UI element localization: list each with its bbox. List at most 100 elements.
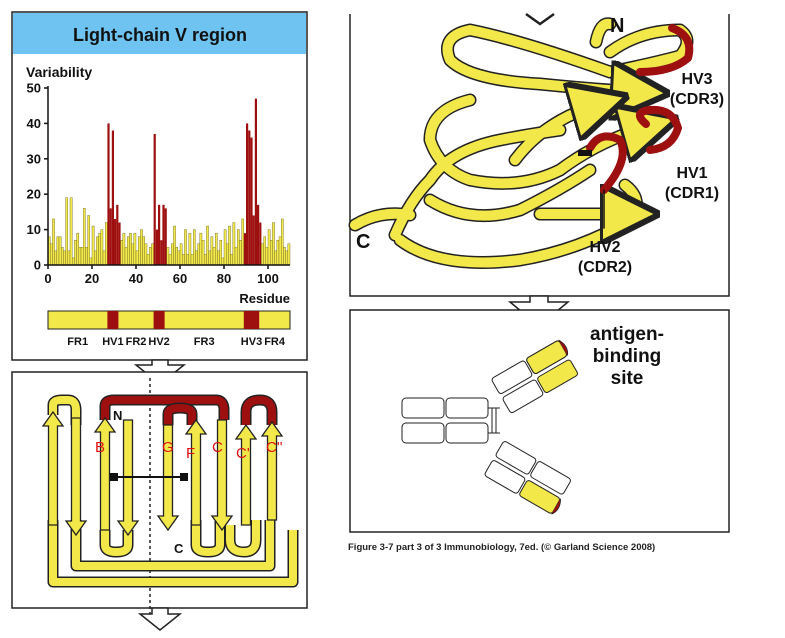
variability-bar [140, 229, 143, 266]
variability-bar [170, 243, 174, 266]
antigen-label-line2: binding [593, 346, 662, 367]
variability-bar [114, 218, 117, 265]
variability-bar [192, 229, 196, 266]
variability-bar [175, 247, 179, 266]
variability-bar [212, 247, 216, 266]
variability-bar [261, 243, 264, 266]
hv-loops [99, 394, 278, 425]
hinge [488, 407, 500, 434]
variability-bar [223, 229, 227, 266]
strand-label-g: G [162, 439, 174, 456]
variability-bar [248, 130, 251, 265]
beta-strand-arrow [210, 419, 234, 532]
ribbon-panel: N C HV3 (CDR3) HV1 (CDR1) HV2 (CDR2) [348, 12, 730, 297]
variability-bar [254, 98, 257, 266]
x-tick-label: 60 [173, 271, 187, 286]
beta-strand-arrow [64, 417, 88, 537]
variability-bar [65, 197, 68, 266]
beta-strand-arrow [184, 418, 208, 526]
variability-bar [137, 236, 141, 266]
variability-bar [162, 204, 165, 265]
variability-bar [267, 229, 271, 266]
variability-bar [250, 137, 253, 265]
variability-bar [102, 250, 106, 266]
y-axis-label: Variability [26, 64, 92, 80]
variability-bar [100, 229, 104, 266]
region-label: FR1 [67, 336, 88, 348]
region-hv-segment [243, 311, 260, 329]
region-label: HV2 [148, 336, 169, 348]
x-tick-label: 40 [129, 271, 143, 286]
variability-panel: Light-chain V region Variability Residue… [11, 11, 308, 361]
variability-bar [195, 250, 198, 266]
variability-bar [58, 236, 62, 266]
variability-bar [287, 243, 291, 266]
variability-bar [124, 247, 128, 266]
variability-bar [160, 240, 163, 265]
region-label: FR3 [194, 336, 215, 348]
variability-bar [96, 236, 99, 266]
variability-bar [129, 232, 132, 266]
topology-panel: N C B G F C C' C'' [11, 371, 308, 615]
variability-bar [265, 247, 269, 266]
top-chevron [525, 12, 555, 26]
disulfide-bond [110, 473, 188, 481]
beta-strand-arrow [93, 416, 117, 531]
variability-bar [208, 250, 212, 266]
variability-bar [104, 222, 108, 266]
variability-bar [276, 240, 280, 266]
variability-bar [168, 254, 172, 266]
variability-bar [164, 208, 167, 265]
variability-bar [188, 232, 192, 266]
antigen-label-line1: antigen- [590, 324, 664, 345]
connecting-loops [47, 394, 299, 588]
fab-lower [484, 441, 571, 515]
variability-bar [142, 236, 146, 266]
beta-strand-arrow [41, 410, 65, 526]
variability-bar [283, 247, 286, 266]
variability-bar [270, 240, 273, 266]
variability-bar [151, 243, 154, 266]
variability-bar [50, 243, 53, 266]
variability-bar [131, 243, 135, 266]
strand-label-b: B [95, 439, 105, 456]
beta-strand-arrow [234, 423, 258, 526]
variability-bar [274, 250, 278, 266]
x-tick-label: 80 [217, 271, 231, 286]
c-terminal-label: C [174, 541, 184, 556]
beta-strand-arrow [260, 420, 284, 521]
variability-bar [52, 218, 55, 266]
variability-bar [199, 232, 203, 266]
variability-bar [225, 243, 229, 266]
variability-bar [78, 247, 82, 266]
variability-bar [82, 208, 86, 266]
variability-bar [158, 204, 161, 265]
variability-bar [203, 254, 207, 266]
y-tick-label: 50 [27, 81, 41, 96]
cdr2-label: (CDR2) [578, 259, 632, 276]
variability-bar [190, 254, 194, 266]
variability-bar [285, 250, 289, 266]
variability-bar [179, 243, 183, 266]
variability-bar [186, 254, 190, 266]
variability-bar [210, 236, 214, 266]
y-tick-label: 20 [27, 187, 41, 202]
variability-bar [56, 236, 60, 266]
variability-bar [133, 232, 137, 266]
region-hv-segment [153, 311, 165, 329]
variability-bar [69, 197, 73, 266]
x-axis-label: Residue [239, 291, 290, 306]
strand-label-c2: C'' [266, 439, 283, 456]
y-tick-label: 40 [27, 116, 41, 131]
variability-bar [126, 236, 130, 266]
variability-bar [153, 134, 156, 265]
cdr3-label: (CDR3) [670, 91, 724, 108]
fab-upper [491, 339, 578, 413]
strand-label-f: F [186, 445, 195, 462]
variability-bar [197, 243, 201, 266]
variability-bar [206, 225, 209, 266]
antigen-label-line3: site [611, 368, 644, 389]
